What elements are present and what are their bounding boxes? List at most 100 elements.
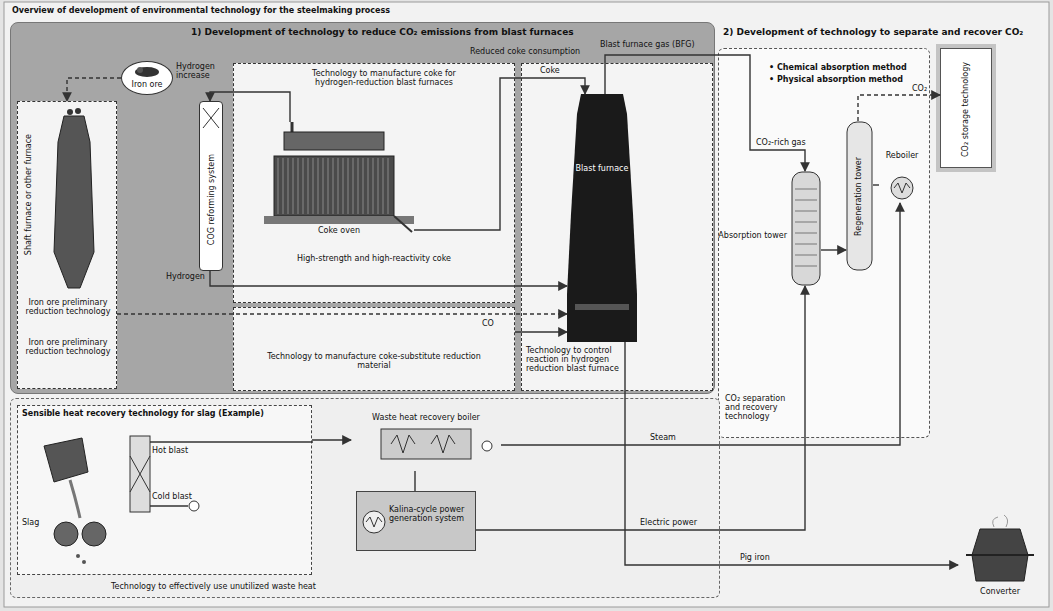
drawing-part	[150, 505, 188, 506]
drawing-part	[353, 158, 354, 214]
drawing-part	[795, 233, 817, 234]
drawing-part	[363, 511, 385, 533]
flow-connector	[414, 471, 415, 491]
node-label: 1) Development of technology to reduce C…	[191, 27, 611, 37]
drawing-part	[373, 158, 374, 214]
flow-label: Reduced coke consumption	[470, 47, 580, 56]
drawing-part	[394, 216, 412, 232]
region-box: Technology to effectively use unutilized…	[10, 398, 720, 598]
node-label: Technology to manufacture coke for hydro…	[294, 69, 474, 87]
node-label: Converter	[958, 587, 1042, 596]
edge-label: CO₂-rich gas	[756, 138, 806, 147]
node-label: Blast furnace	[571, 164, 633, 173]
drawing-part	[795, 244, 817, 245]
drawing-part	[894, 183, 910, 193]
edge-label: Pig iron	[740, 553, 770, 562]
reformer-column: COG reforming system	[199, 101, 223, 271]
converter: Converter	[958, 515, 1042, 603]
drawing-part	[333, 158, 334, 214]
edge-label: CO	[482, 319, 494, 328]
drawing-part	[431, 435, 455, 453]
frame-rect	[4, 2, 1049, 607]
drawing-part	[298, 158, 299, 214]
absorption-tower: Absorption tower	[791, 171, 821, 286]
blast-furnace-drawing	[567, 94, 637, 342]
node-text: • Physical absorption method	[769, 75, 927, 84]
dashed-box: Sensible heat recovery technology for sl…	[17, 405, 312, 575]
drawing-part	[482, 441, 492, 451]
node-label: Kalina-cycle power generation system	[389, 505, 473, 523]
node-label: Reboiler	[879, 151, 925, 160]
dashed-box: Technology to control reaction in hydrog…	[521, 63, 713, 391]
ore-oval-drawing	[122, 62, 172, 94]
drawing-part	[278, 158, 279, 214]
drawing-part	[137, 67, 143, 73]
drawing-part	[54, 522, 78, 546]
flow-connector	[476, 286, 805, 530]
ore-oval: Iron ore	[121, 61, 173, 95]
region-box: 2) Development of technology to separate…	[718, 48, 930, 438]
drawing-part	[795, 255, 817, 256]
drawing-part	[82, 522, 106, 546]
drawing-part	[575, 304, 629, 310]
node-label: Shaft furnace or other furnace	[24, 134, 33, 255]
drawing-part	[135, 67, 159, 77]
flow-connector	[414, 78, 585, 230]
reboiler: Reboiler	[879, 151, 925, 203]
drawing-part	[274, 156, 394, 216]
drawing-part	[966, 554, 1034, 556]
node-label: CO₂ storage technology	[961, 62, 970, 157]
blast-furnace: Blast furnace	[567, 94, 637, 342]
power-system: Kalina-cycle power generation system	[356, 491, 476, 551]
drawing-part	[795, 200, 817, 201]
edge-label: Steam	[650, 433, 676, 442]
drawing-part	[795, 211, 817, 212]
node-label: Sensible heat recovery technology for sl…	[22, 409, 307, 418]
node-text: High-strength and high-reactivity coke	[274, 254, 474, 263]
node-label: Coke oven	[264, 226, 414, 235]
node-text: • Chemical absorption method	[769, 63, 927, 72]
dashed-box: Technology to manufacture coke for hydro…	[233, 63, 515, 303]
flow-connector	[67, 78, 121, 101]
flow-label: Cold blast	[152, 492, 192, 501]
drawing-part	[792, 172, 820, 285]
drawing-part	[343, 158, 344, 214]
drawing-part	[366, 517, 382, 527]
dashed-box: Shaft furnace or other furnaceIron ore p…	[17, 101, 117, 389]
drawing-part	[795, 266, 817, 267]
storage-box: CO₂ storage technology	[940, 48, 992, 168]
drawing-part	[44, 438, 88, 482]
dashed-box-drawing	[18, 406, 311, 574]
diagram-title: Overview of development of environmental…	[12, 6, 390, 15]
node-label: Iron ore	[122, 80, 172, 89]
drawing-part	[318, 158, 319, 214]
drawing-part	[75, 108, 81, 114]
drawing-part	[283, 158, 284, 214]
flow-connector	[605, 55, 805, 171]
edge-label: Coke	[540, 66, 560, 75]
drawing-part	[795, 222, 817, 223]
drawing-part	[54, 116, 94, 288]
flow-connector	[625, 342, 958, 565]
flow-label: Slag	[22, 518, 39, 527]
absorption-tower-drawing	[791, 171, 821, 286]
drawing-part	[847, 122, 872, 270]
flow-label: Blast furnace gas (BFG)	[600, 40, 695, 49]
node-text: Iron ore preliminary reduction technolog…	[22, 338, 114, 356]
drawing-part	[284, 132, 384, 150]
drawing-part	[313, 158, 314, 214]
drawing-part	[203, 108, 219, 128]
flow-connector	[210, 271, 567, 286]
edge-label: CO₂	[912, 84, 927, 93]
flow-label: Hydrogen increase	[176, 62, 226, 80]
drawing-part	[130, 436, 150, 512]
drawing-part	[363, 158, 364, 214]
node-label: Technology to effectively use unutilized…	[111, 582, 431, 591]
drawing-part	[328, 158, 329, 214]
flow-connector	[117, 313, 567, 314]
edge-label: Electric power	[640, 518, 697, 527]
drawing-part	[338, 158, 339, 214]
boiler: Waste heat recovery boiler	[351, 413, 501, 471]
